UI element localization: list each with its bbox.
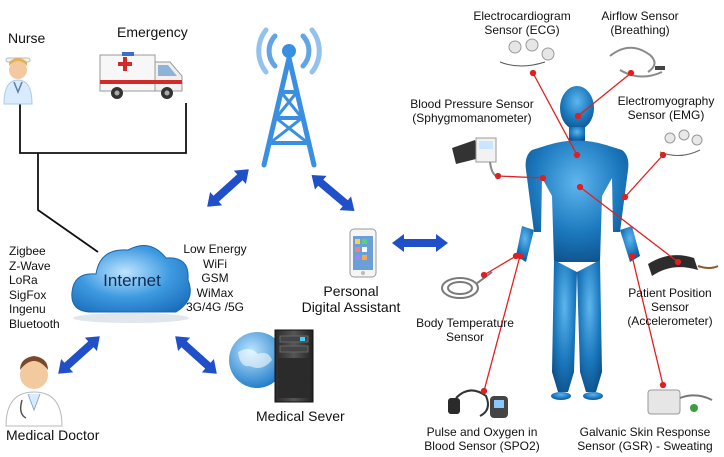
- spo2-sensor-label: Pulse and Oxygen in Blood Sensor (SPO2): [424, 425, 540, 453]
- connection-lines: [19, 103, 187, 253]
- ecg-sensor-label: Electrocardiogram Sensor (ECG): [473, 9, 571, 37]
- doctor-label: Medical Doctor: [6, 427, 100, 443]
- protocol-item: GSM: [201, 271, 229, 285]
- protocol-item: Ingenu: [9, 302, 46, 316]
- protocol-item: Bluetooth: [9, 316, 60, 331]
- arrows: [58, 169, 448, 374]
- nurse-internet-line: [37, 153, 99, 253]
- gsr-sensor-device: [647, 389, 713, 415]
- server-label: Medical Sever: [256, 408, 345, 424]
- gsr-sensor-label: Galvanic Skin Response Sensor (GSR) - Sw…: [577, 425, 713, 453]
- medical-server-icon: [229, 329, 314, 403]
- pda-phone-icon: [349, 228, 377, 278]
- sensor-leads: [480, 69, 682, 395]
- internet-label: Internet: [103, 271, 161, 290]
- nurse-ambulance-line: [19, 103, 187, 154]
- ambulance-icon: [99, 52, 183, 99]
- human-body-figure: [516, 86, 640, 400]
- protocol-list-right: Low Energy WiFi GSM WiMax 3G/4G /5G: [174, 242, 256, 315]
- temperature-sensor-label: Body Temperature Sensor: [416, 316, 514, 344]
- arrow-pda-body: [392, 234, 448, 252]
- doctor-icon: [5, 356, 63, 427]
- temperature-sensor-device: [441, 271, 493, 299]
- pda-label: Personal Digital Assistant: [301, 283, 401, 315]
- ecg-sensor-device: [499, 38, 555, 67]
- spo2-sensor-device: [448, 389, 508, 418]
- emg-sensor-label: Electromyography Sensor (EMG): [617, 94, 715, 122]
- arrow-internet-server: [175, 336, 217, 374]
- protocol-item: 3G/4G /5G: [185, 300, 245, 314]
- internet-cloud-icon: [71, 245, 191, 323]
- nurse-icon: [3, 57, 33, 105]
- cell-tower-icon: [256, 27, 322, 168]
- airflow-sensor-device: [609, 46, 665, 78]
- emergency-label: Emergency: [117, 24, 188, 40]
- protocol-item: SigFox: [9, 287, 47, 302]
- position-sensor-label: Patient Position Sensor (Accelerometer): [627, 286, 713, 328]
- arrow-internet-doctor: [58, 336, 100, 374]
- protocol-item: WiFi: [203, 256, 227, 271]
- arrow-tower-pda: [311, 175, 355, 211]
- blood-pressure-device: [452, 137, 501, 178]
- protocol-item: Zigbee: [9, 244, 46, 258]
- bp-sensor-label: Blood Pressure Sensor (Sphygmomanometer): [410, 97, 534, 125]
- nurse-label: Nurse: [8, 30, 46, 46]
- protocol-list-left: Zigbee Z-Wave LoRa SigFox Ingenu Bluetoo…: [9, 244, 60, 331]
- airflow-sensor-label: Airflow Sensor (Breathing): [601, 9, 679, 37]
- protocol-item: LoRa: [9, 273, 38, 287]
- arrow-tower-internet: [207, 169, 249, 207]
- emg-sensor-device: [659, 129, 703, 156]
- protocol-item: WiMax: [196, 285, 234, 300]
- position-sensor-device: [648, 255, 719, 276]
- protocol-item: Z-Wave: [9, 258, 51, 273]
- protocol-item: Low Energy: [183, 242, 247, 256]
